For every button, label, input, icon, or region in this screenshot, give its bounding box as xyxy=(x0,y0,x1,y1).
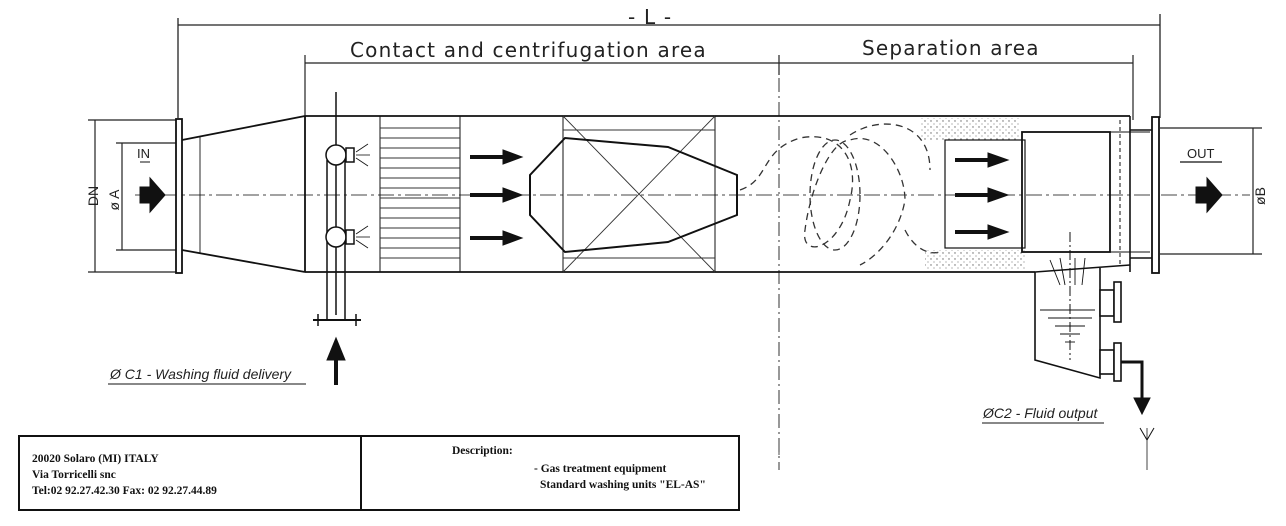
description-heading: Description: xyxy=(452,445,513,457)
in-label: IN xyxy=(137,146,150,161)
inlet-dimension-lines xyxy=(88,119,176,273)
address-line-2: Via Torricelli snc xyxy=(32,469,116,481)
fluid-output-arrow xyxy=(1121,360,1155,470)
description-line-2: Standard washing units "EL-AS" xyxy=(540,479,706,491)
drain-pot xyxy=(1034,232,1122,382)
flow-arrows-separation xyxy=(955,152,1010,240)
centrifuge-element xyxy=(529,115,738,273)
inlet-cone xyxy=(175,115,306,274)
lamella-pack xyxy=(380,127,460,259)
washing-fluid-arrow xyxy=(326,336,346,385)
fluid-output-note: ØC2 - Fluid output xyxy=(983,405,1098,421)
separator-stipple-top xyxy=(920,118,1020,140)
flow-arrows-contact xyxy=(470,149,524,246)
contact-zone-label: Contact and centrifugation area xyxy=(350,38,707,62)
dimension-L xyxy=(177,14,1161,118)
description-line-1: - Gas treatment equipment xyxy=(534,463,667,475)
dimension-zones xyxy=(304,55,1134,120)
outlet-arrow xyxy=(1180,161,1223,214)
out-label: OUT xyxy=(1187,146,1215,161)
outlet-diameter-label: øB xyxy=(1252,187,1268,205)
washing-manifold xyxy=(313,92,370,326)
address-line-3: Tel:02 92.27.42.30 Fax: 02 92.27.44.89 xyxy=(32,485,217,497)
inlet-diameter-label: ø A xyxy=(106,189,122,211)
address-line-1: 20020 Solaro (MI) ITALY xyxy=(32,453,159,465)
address-cell: 20020 Solaro (MI) ITALY Via Torricelli s… xyxy=(20,437,362,509)
separator-box xyxy=(944,116,1160,274)
separation-zone-label: Separation area xyxy=(862,36,1040,60)
title-block: 20020 Solaro (MI) ITALY Via Torricelli s… xyxy=(18,435,740,511)
separator-stipple-bottom xyxy=(925,250,1025,270)
washing-fluid-note: Ø C1 - Washing fluid delivery xyxy=(110,366,292,382)
vessel-body xyxy=(305,115,1130,273)
overall-length-label: - L - xyxy=(628,5,673,29)
outlet-dimension-lines xyxy=(1160,127,1262,255)
inlet-arrow xyxy=(139,161,166,214)
dn-label: DN xyxy=(85,185,101,207)
